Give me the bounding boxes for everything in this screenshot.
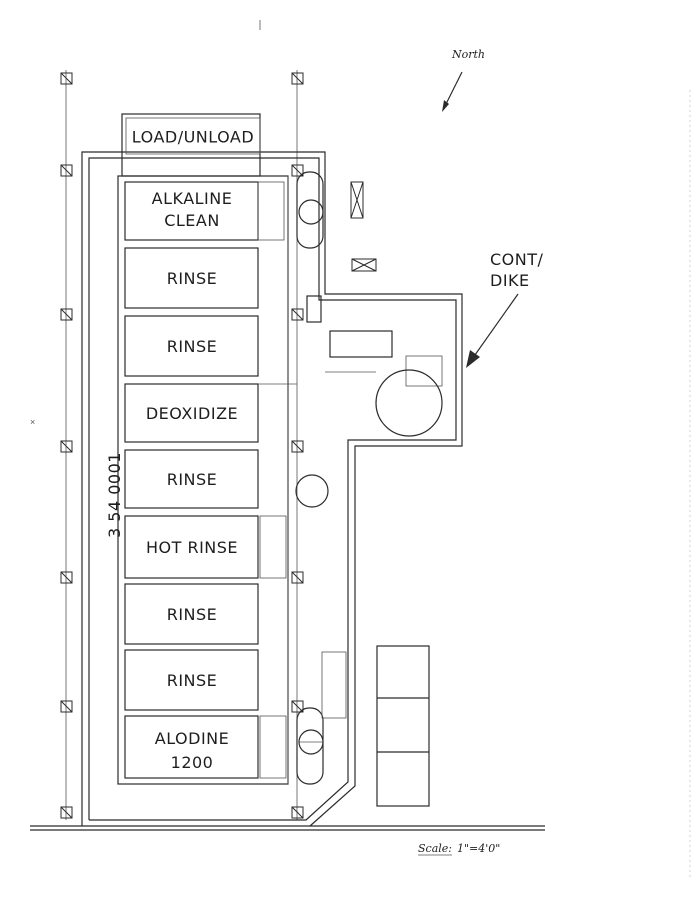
tank-label-line-2: 1200 — [171, 753, 214, 772]
dike-callout: CONT/ DIKE — [466, 250, 544, 368]
tank-rinse-3: RINSE — [124, 449, 259, 509]
annex-tank — [329, 330, 393, 358]
tank-deoxidize: DEOXIDIZE — [124, 383, 297, 443]
tank-label: RINSE — [167, 269, 218, 288]
tank-label: RINSE — [167, 470, 218, 489]
middle-circle-equipment — [295, 474, 329, 508]
tank-hot-rinse: HOT RINSE — [124, 515, 287, 579]
callout-line-2: DIKE — [490, 271, 530, 290]
tank-label: LOAD/UNLOAD — [132, 128, 254, 147]
tank-label: RINSE — [167, 337, 218, 356]
tank-rinse-4: RINSE — [124, 583, 259, 645]
side-cabinet — [321, 651, 347, 719]
north-label: North — [451, 48, 485, 61]
tank-rinse-2: RINSE — [124, 315, 259, 377]
x-box-vertical — [350, 181, 364, 219]
scale-value: 1"=4'0" — [457, 842, 500, 855]
drawing-number: 3 54 0001 — [105, 452, 124, 538]
building-wall — [30, 825, 545, 831]
tank-label-line-1: ALODINE — [155, 729, 230, 748]
storage-racks — [376, 645, 430, 807]
tank-rinse-5: RINSE — [124, 649, 259, 711]
tank-label: RINSE — [167, 605, 218, 624]
scale-note: Scale: 1"=4'0" — [418, 842, 500, 856]
north-arrow: North — [442, 48, 485, 112]
scale-label: Scale: — [418, 842, 452, 855]
bottom-pump-unit — [296, 707, 324, 785]
top-pump-unit — [296, 171, 324, 249]
tank-label: RINSE — [167, 671, 218, 690]
storage-tank — [375, 355, 443, 437]
callout-line-1: CONT/ — [490, 250, 544, 269]
column-grid — [60, 20, 304, 820]
tank-alodine-1200: ALODINE 1200 — [124, 715, 287, 779]
tank-label: HOT RINSE — [146, 538, 238, 557]
tank-load-unload: LOAD/UNLOAD — [125, 117, 261, 155]
tank-label-line-1: ALKALINE — [152, 189, 233, 208]
stray-mark: × — [30, 417, 35, 427]
tank-alkaline-clean: ALKALINE CLEAN — [124, 181, 285, 241]
tank-label: DEOXIDIZE — [146, 404, 238, 423]
tank-rinse-1: RINSE — [124, 247, 259, 309]
containment-dike — [81, 151, 463, 827]
tank-label-line-2: CLEAN — [164, 211, 220, 230]
small-equipment-box — [306, 295, 322, 323]
x-box-horizontal — [351, 258, 377, 272]
